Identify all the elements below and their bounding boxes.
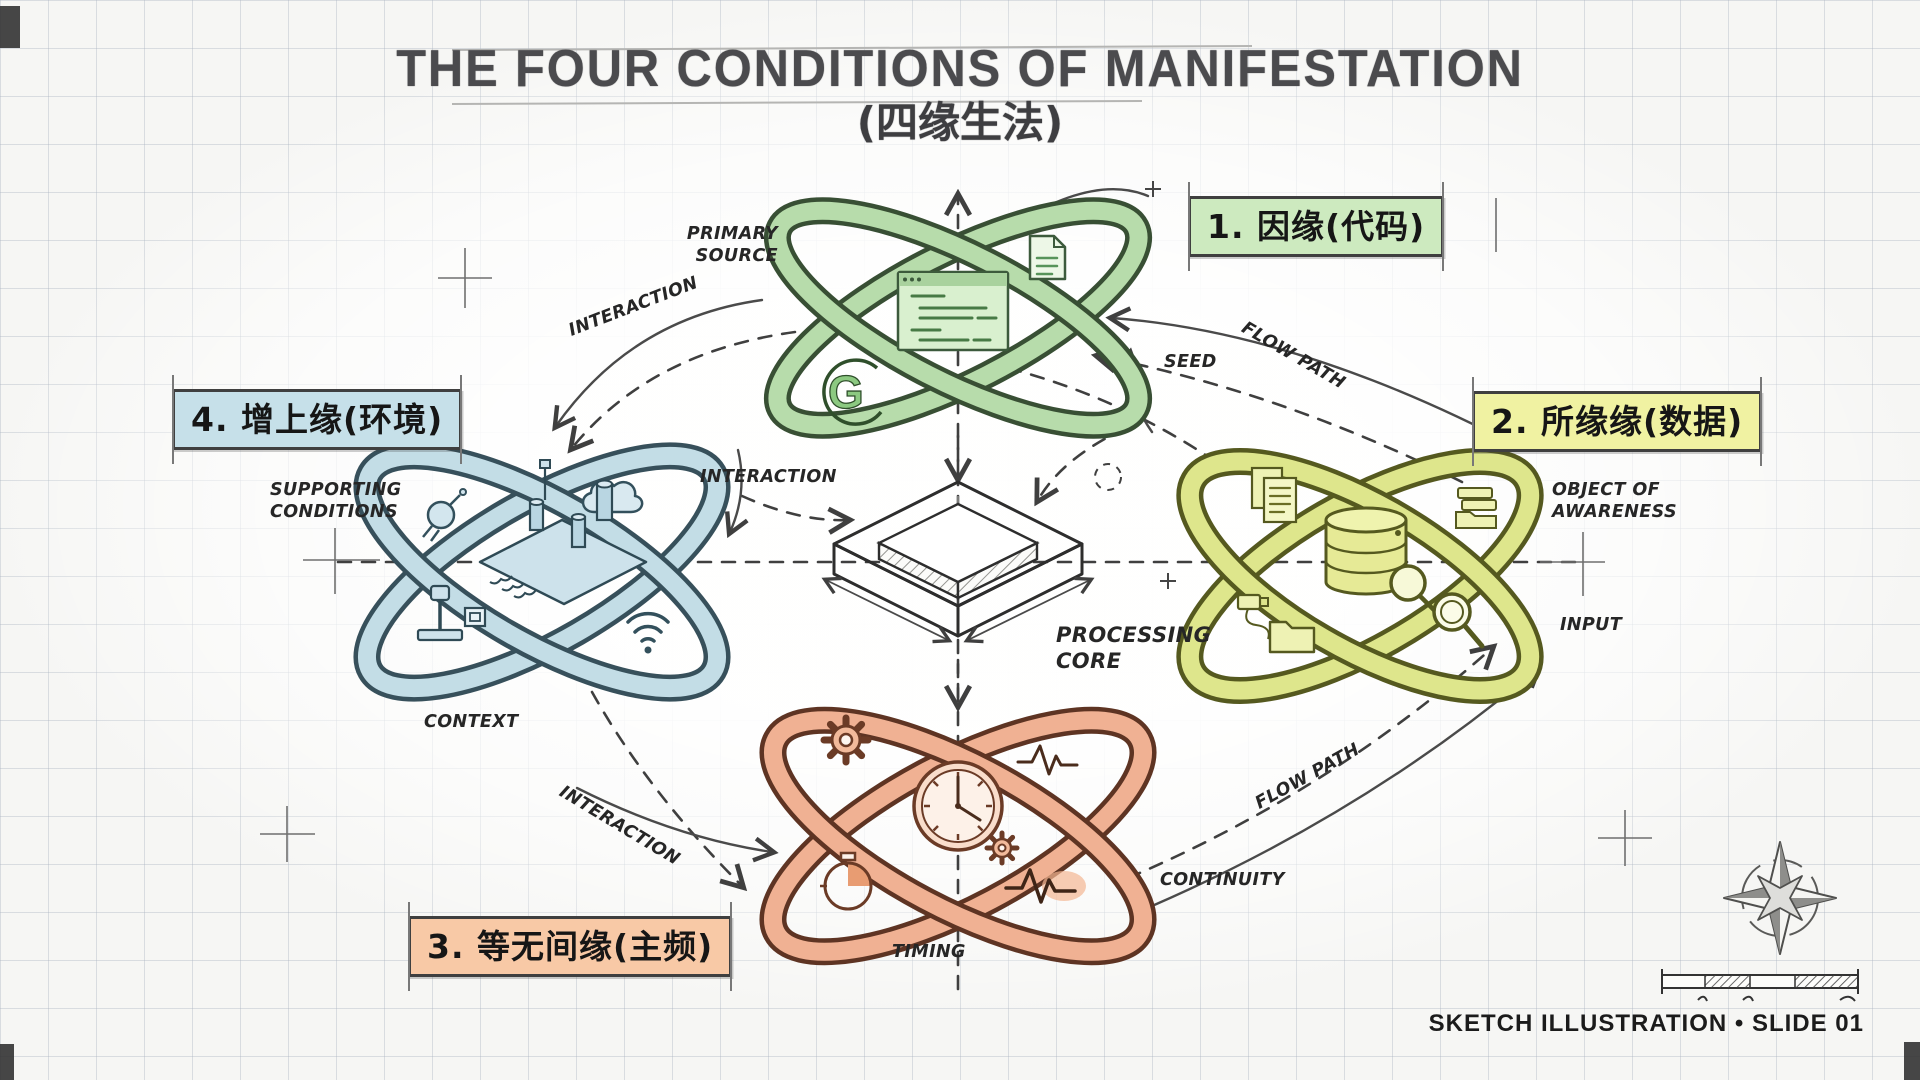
page-title: THE FOUR CONDITIONS OF MANIFESTATION: [396, 40, 1524, 98]
flow-path-bottom-label: FLOW PATH: [1252, 739, 1364, 814]
continuity-label: CONTINUITY: [1160, 870, 1285, 890]
object-of-awareness-label: OBJECT OF AWARENESS: [1552, 480, 1678, 522]
page-subtitle: (四缘生法): [856, 98, 1064, 147]
interaction-top-left-label: INTERACTION: [566, 272, 701, 341]
timing-label: TIMING: [892, 942, 966, 962]
footer-caption: SKETCH ILLUSTRATION • SLIDE 01: [1428, 1010, 1864, 1037]
seed-label: SEED: [1164, 352, 1217, 372]
input-label: INPUT: [1560, 615, 1623, 635]
condition-label-frequency: 3. 等无间缘(主频): [408, 902, 733, 991]
interaction-center-label: INTERACTION: [700, 467, 837, 487]
condition-label-environment: 4. 增上缘(环境): [172, 375, 463, 464]
processing-core-label: PROCESSING CORE: [1056, 623, 1212, 674]
primary-source-label: PRIMARY SOURCE: [686, 224, 778, 266]
supporting-conditions-label: SUPPORTING CONDITIONS: [270, 480, 402, 522]
condition-label-object-data: 2. 所缘缘(数据): [1472, 377, 1763, 466]
flow-path-top-label: FLOW PATH: [1238, 318, 1349, 394]
interaction-bottom-left-label: INTERACTION: [555, 782, 684, 870]
context-label: CONTEXT: [424, 712, 519, 732]
condition-label-cause-code: 1. 因缘(代码): [1188, 182, 1445, 271]
